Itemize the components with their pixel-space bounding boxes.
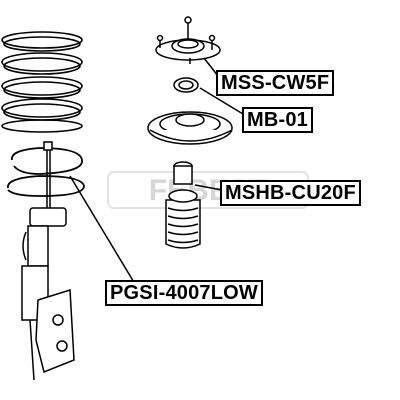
bump-stop-boot-drawing (165, 161, 201, 249)
part-label-top-mount: MSS-CW5F (216, 70, 335, 96)
part-label-bump-stop-boot: MSHB-CU20F (220, 180, 361, 206)
leader-lines (69, 57, 244, 285)
strut-drawing (21, 141, 75, 381)
top-mount-drawing (155, 16, 221, 64)
part-label-bearing: MB-01 (242, 107, 314, 133)
part-label-spring-insulator: PGSI-4007LOW (105, 280, 263, 306)
coil-spring (1, 31, 83, 133)
spring-seat-drawing (147, 111, 233, 145)
bearing-drawing (173, 77, 199, 93)
spring-insulator-drawing (7, 147, 85, 197)
